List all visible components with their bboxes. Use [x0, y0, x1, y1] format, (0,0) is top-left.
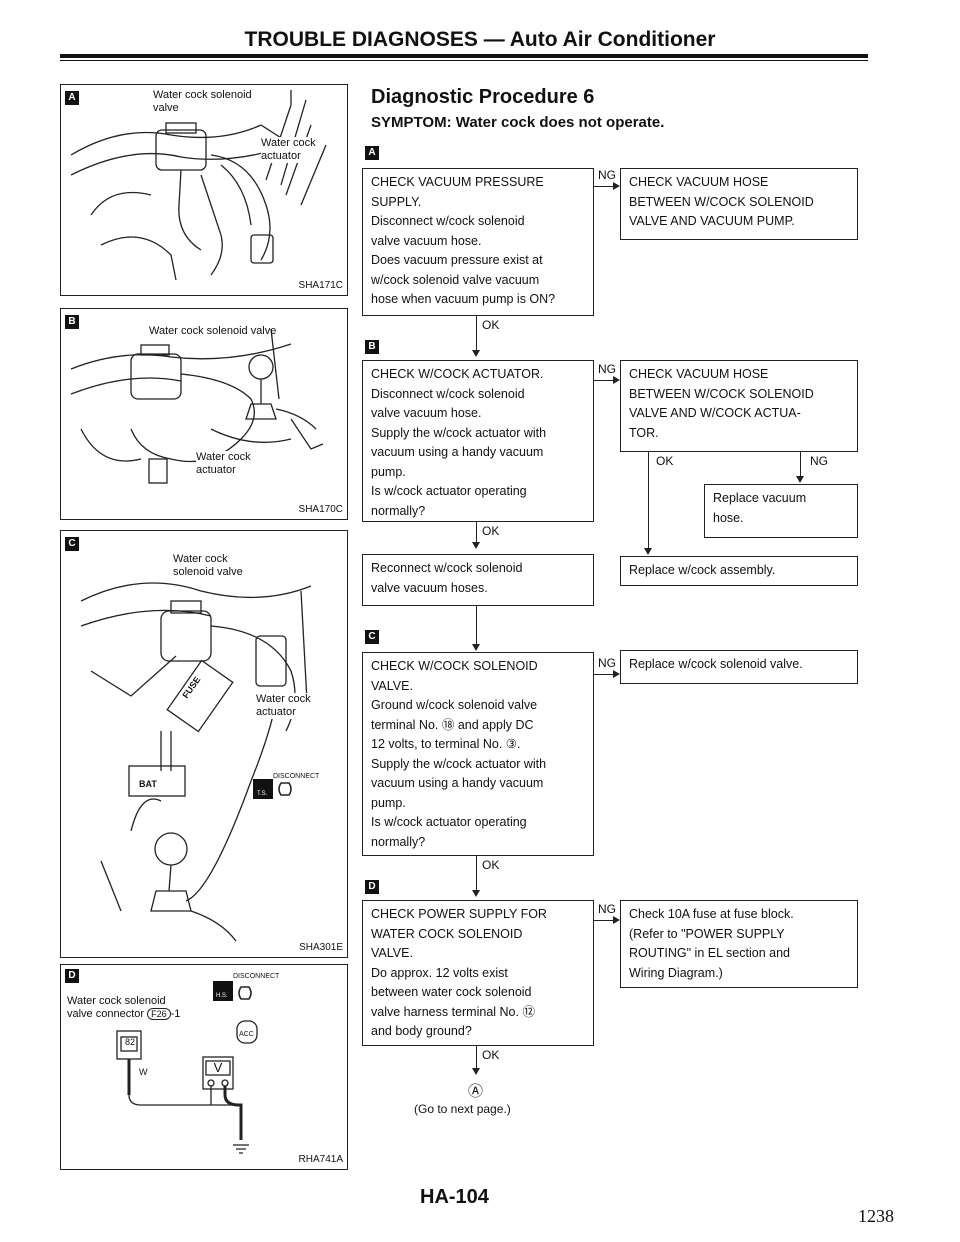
- figure-d-hs-text: H.S.: [216, 993, 228, 999]
- ng-arrow-1: [613, 182, 620, 190]
- ok-label-hose-branch: OK: [656, 454, 673, 468]
- ok-arrow-hose-branch: [644, 548, 652, 555]
- figure-b-label-actuator: Water cock actuator: [196, 451, 251, 477]
- figure-b-panel: B Water cock solenoid valve Water cock a…: [60, 308, 348, 520]
- box-replace-wcock-assembly: Replace w/cock assembly.: [620, 556, 858, 586]
- box-check-wcock-actuator: CHECK W/COCK ACTUATOR. Disconnect w/cock…: [362, 360, 594, 522]
- ng-label-2: NG: [598, 362, 616, 376]
- figure-c-panel: C FUSE BAT T.S.: [60, 530, 348, 958]
- next-page-text: (Go to next page.): [414, 1102, 511, 1116]
- ok-arrow-4: [472, 1068, 480, 1075]
- figure-d-acc-text: ACC: [239, 1031, 254, 1038]
- step-b-badge: B: [365, 340, 379, 354]
- figure-c-illustration: FUSE BAT T.S.: [61, 531, 347, 957]
- ok-arrow-1: [472, 350, 480, 357]
- figure-d-wire: W: [139, 1067, 148, 1077]
- box-check-vacuum-pressure: CHECK VACUUM PRESSURE SUPPLY. Disconnect…: [362, 168, 594, 316]
- box-check-10a-fuse: Check 10A fuse at fuse block. (Refer to …: [620, 900, 858, 988]
- ng-arrow-3: [613, 670, 620, 678]
- ok-line-3: [476, 856, 477, 892]
- ng-arrow-2: [613, 376, 620, 384]
- ng-label-1: NG: [598, 168, 616, 182]
- ok-label-4: OK: [482, 1048, 499, 1062]
- ng-line-3: [594, 674, 614, 675]
- figure-c-disconnect: DISCONNECT: [273, 773, 319, 780]
- box-check-vacuum-hose-actuator: CHECK VACUUM HOSE BETWEEN W/COCK SOLENOI…: [620, 360, 858, 452]
- box-check-power-supply: CHECK POWER SUPPLY FOR WATER COCK SOLENO…: [362, 900, 594, 1046]
- page-header: TROUBLE DIAGNOSES — Auto Air Conditioner: [0, 28, 960, 52]
- step-a-badge: A: [365, 146, 379, 160]
- box-check-solenoid-valve: CHECK W/COCK SOLENOID VALVE. Ground w/co…: [362, 652, 594, 856]
- ng-label-4: NG: [598, 902, 616, 916]
- page-number: 1238: [858, 1206, 894, 1227]
- figure-c-fuse-text: FUSE: [180, 675, 202, 700]
- ng-label-hose-branch: NG: [810, 454, 828, 468]
- box-reconnect-hoses: Reconnect w/cock solenoid valve vacuum h…: [362, 554, 594, 606]
- figure-d-meter: V: [206, 1060, 230, 1075]
- ok-label-3: OK: [482, 858, 499, 872]
- ok-arrow-2: [472, 542, 480, 549]
- figure-c-bat-text: BAT: [139, 779, 157, 789]
- box-replace-solenoid-valve: Replace w/cock solenoid valve.: [620, 650, 858, 684]
- ok-label-1: OK: [482, 318, 499, 332]
- figure-b-label-solenoid: Water cock solenoid valve: [149, 325, 276, 338]
- ng-line-4: [594, 920, 614, 921]
- symptom-text: SYMPTOM: Water cock does not operate.: [371, 114, 664, 131]
- step-c-badge: C: [365, 630, 379, 644]
- line-reconnect-down: [476, 606, 477, 646]
- figure-d-terminal: 82: [122, 1037, 138, 1047]
- procedure-title: Diagnostic Procedure 6: [371, 86, 594, 109]
- header-rule: [60, 54, 868, 58]
- ok-line-1: [476, 316, 477, 352]
- figure-d-panel: D Water cock solenoid valve connector F2…: [60, 964, 348, 1170]
- figure-c-ts-text: T.S.: [257, 791, 268, 797]
- ok-line-hose-branch: [648, 452, 649, 550]
- next-page-marker: Ⓐ: [468, 1080, 483, 1101]
- header-rule-thin: [60, 60, 868, 61]
- figure-a-illustration: [61, 85, 347, 295]
- ng-label-3: NG: [598, 656, 616, 670]
- ng-line-hose-branch: [800, 452, 801, 478]
- ok-label-2: OK: [482, 524, 499, 538]
- page-code: HA-104: [420, 1186, 489, 1209]
- figure-d-disconnect: DISCONNECT: [233, 973, 279, 980]
- figure-a-label-actuator: Water cock actuator: [261, 137, 316, 163]
- figure-c-code: SHA301E: [299, 942, 343, 953]
- ok-line-4: [476, 1046, 477, 1070]
- ng-line-2: [594, 380, 614, 381]
- figure-c-label-solenoid: Water cock solenoid valve: [173, 553, 243, 579]
- figure-b-illustration: [61, 309, 347, 519]
- figure-a-panel: A Water cock solenoid valve Water cock a…: [60, 84, 348, 296]
- figure-a-label-solenoid: Water cock solenoid valve: [153, 89, 252, 115]
- box-replace-vacuum-hose: Replace vacuum hose.: [704, 484, 858, 538]
- ng-line-1: [594, 186, 614, 187]
- step-d-badge: D: [365, 880, 379, 894]
- ng-arrow-hose-branch: [796, 476, 804, 483]
- ng-arrow-4: [613, 916, 620, 924]
- ok-line-2: [476, 522, 477, 544]
- figure-d-code: RHA741A: [299, 1154, 343, 1165]
- figure-b-code: SHA170C: [299, 504, 343, 515]
- figure-a-code: SHA171C: [299, 280, 343, 291]
- arrow-reconnect-down: [472, 644, 480, 651]
- figure-d-illustration: H.S. ACC: [61, 965, 347, 1169]
- ok-arrow-3: [472, 890, 480, 897]
- figure-c-label-actuator: Water cock actuator: [256, 693, 311, 719]
- box-check-vacuum-hose-pump: CHECK VACUUM HOSE BETWEEN W/COCK SOLENOI…: [620, 168, 858, 240]
